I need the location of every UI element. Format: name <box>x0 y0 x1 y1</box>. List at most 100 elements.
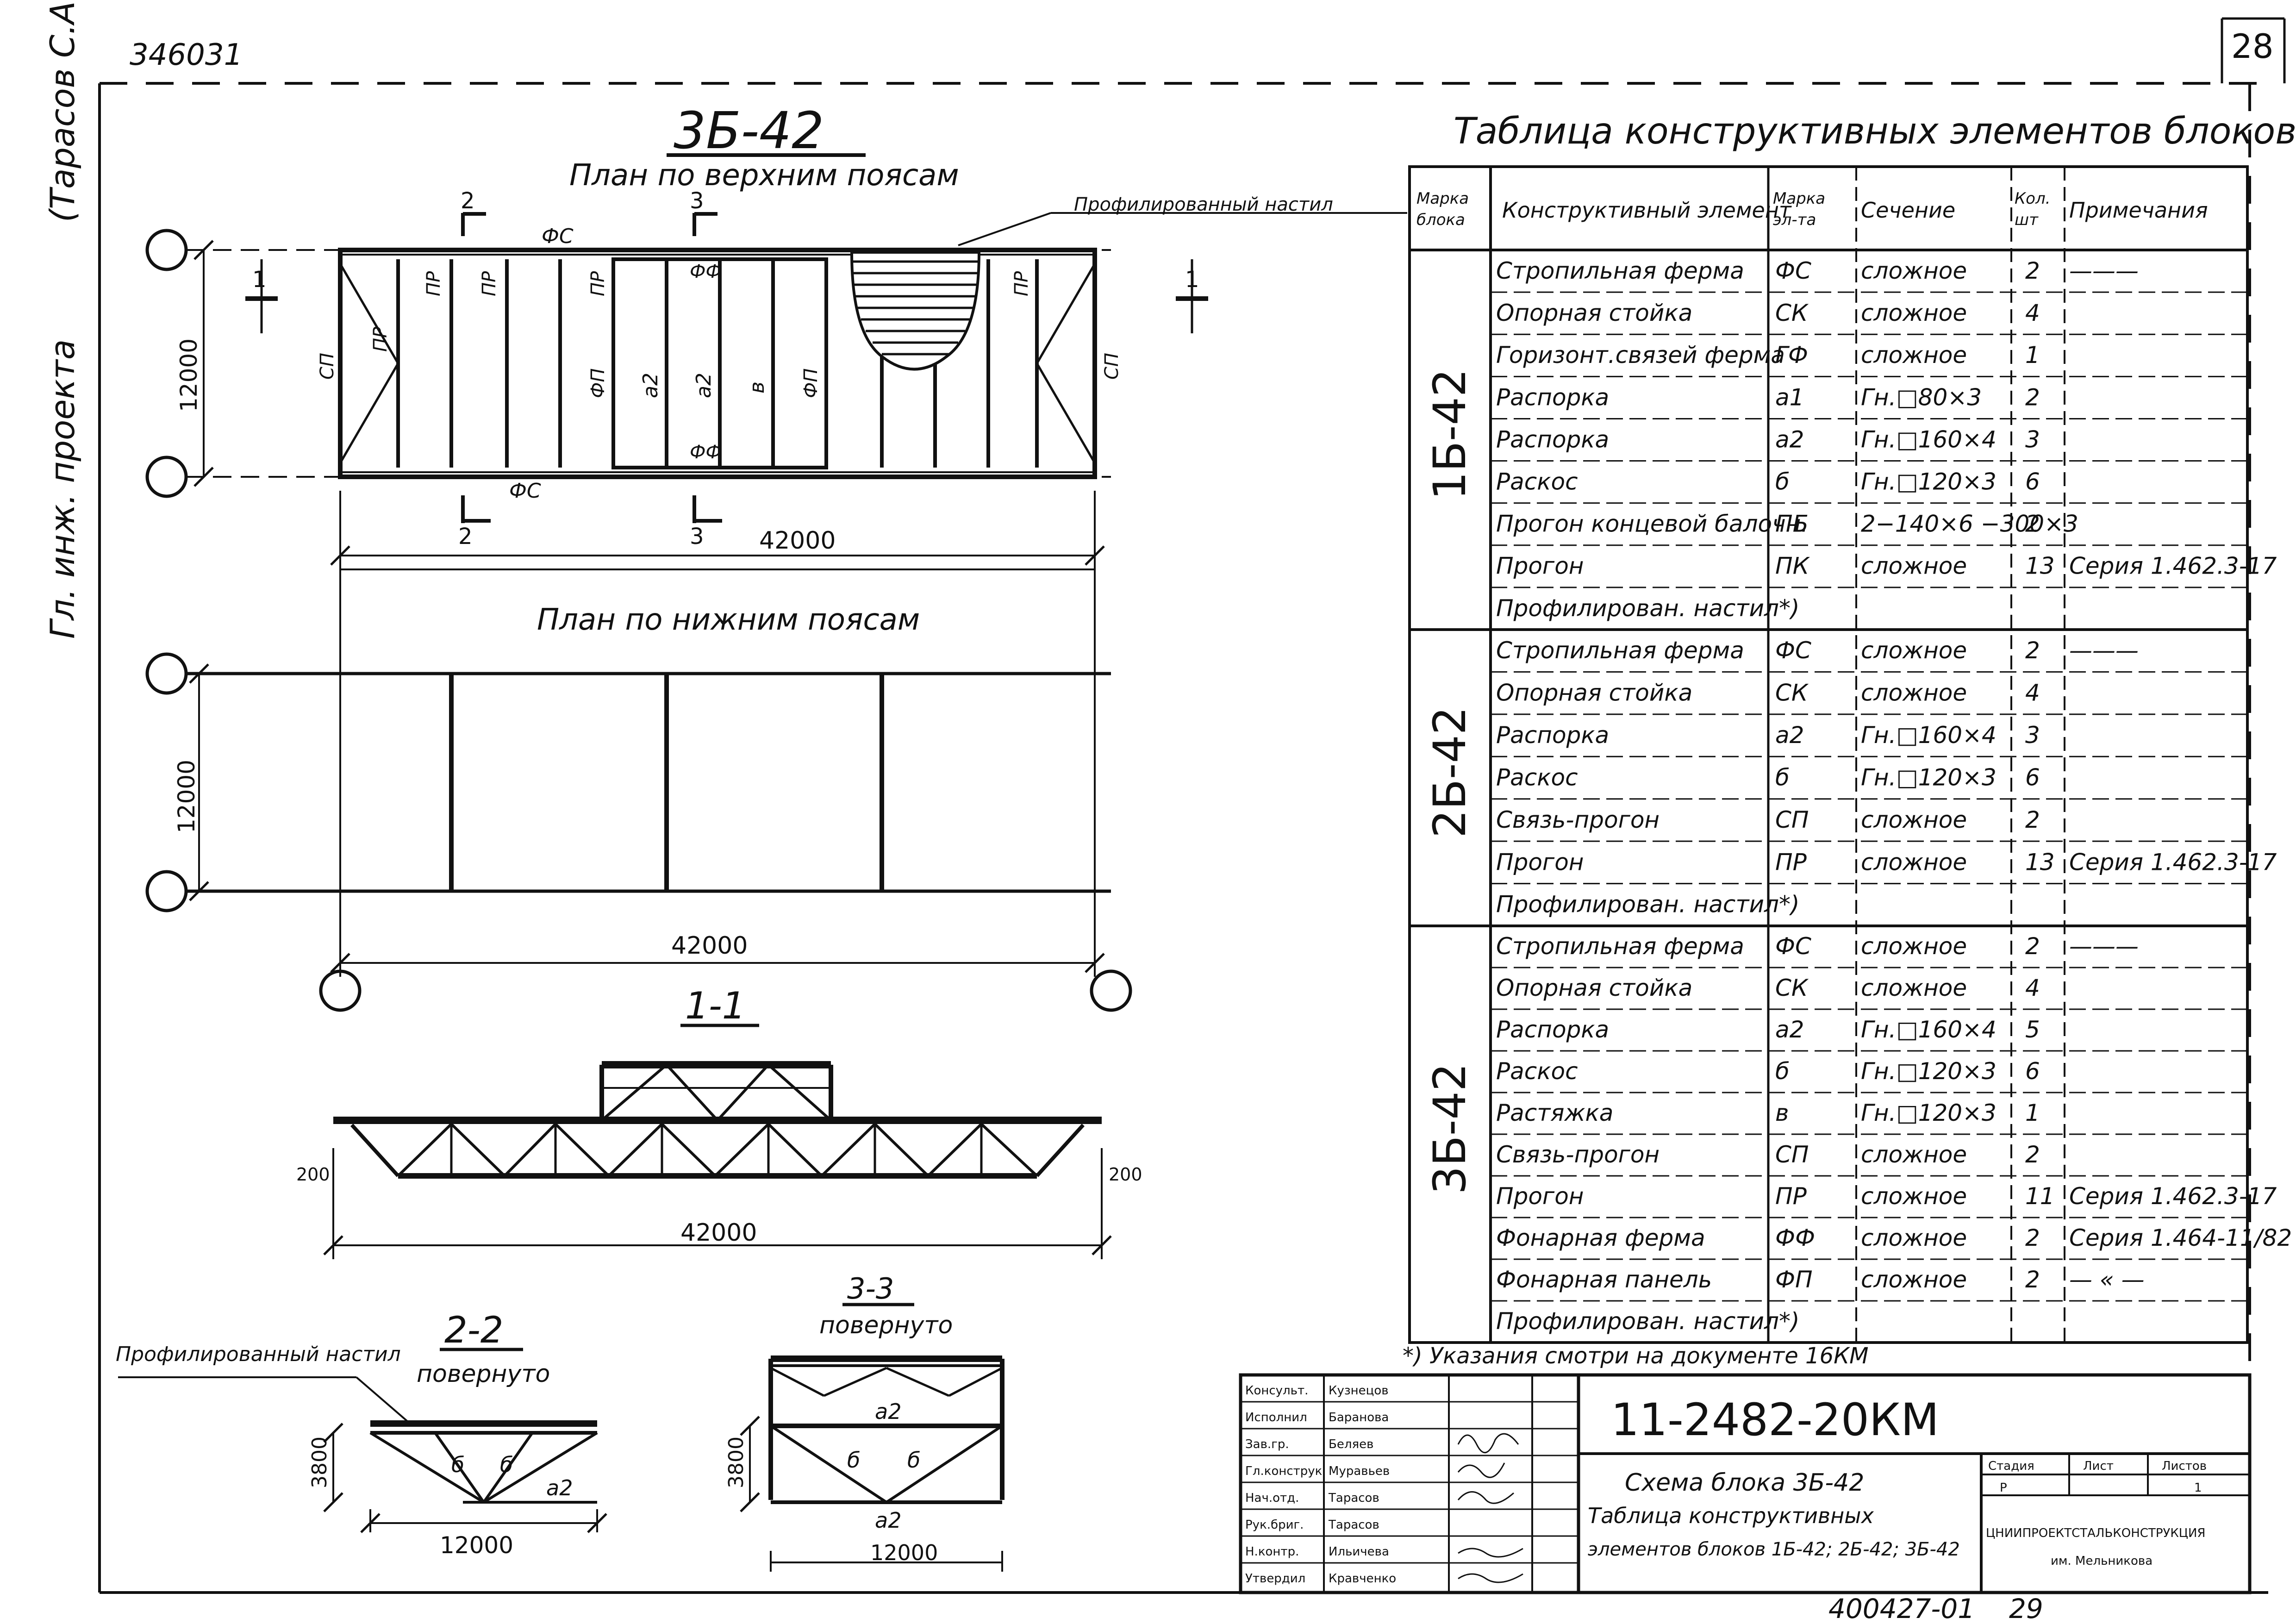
title-role: Н.контр. <box>1245 1545 1299 1559</box>
table-cell: Серия 1.462.3-17 <box>2069 553 2277 580</box>
table-cell: СК <box>1775 974 1809 1001</box>
table-cell: ——— <box>2069 637 2139 664</box>
title-role: Зав.гр. <box>1245 1437 1289 1451</box>
sheets-value: 1 <box>2194 1481 2202 1495</box>
drawing-name-1: Схема блока 3Б-42 <box>1625 1469 1864 1497</box>
table-cell: 2 <box>2025 933 2040 960</box>
lower-span-label: 42000 <box>671 932 748 960</box>
block-mark-2: 3Б-42 <box>1424 1063 1476 1194</box>
sec3-top: 3 <box>690 188 704 214</box>
table-cell: ПБ <box>1775 511 1809 537</box>
upper-plan <box>145 212 1407 569</box>
table-cell: б <box>1775 764 1790 791</box>
table-cell: 11 <box>2025 1183 2055 1210</box>
mark-pr-4: ПР <box>587 271 609 296</box>
title-role: Нач.отд. <box>1245 1491 1299 1505</box>
table-cell: Гн.□160×4 <box>1861 426 1997 453</box>
table-cell: Фонарная ферма <box>1496 1224 1705 1251</box>
table-cell: а2 <box>1775 426 1804 453</box>
table-header-1: Конструктивный элемент <box>1502 198 1792 223</box>
table-cell: Стропильная ферма <box>1496 637 1744 664</box>
upper-width-label: 12000 <box>175 338 202 412</box>
table-cell: ПР <box>1775 1183 1807 1210</box>
table-cell: сложное <box>1861 342 1967 369</box>
table-cell: Гн.□120×3 <box>1861 1099 1997 1126</box>
table-cell: Стропильная ферма <box>1496 933 1744 960</box>
lower-plan-title: План по нижним поясам <box>537 603 920 637</box>
table-cell: Распорка <box>1496 384 1609 411</box>
section22-height: 3800 <box>308 1437 331 1488</box>
table-cell: Распорка <box>1496 426 1609 453</box>
table-cell: 3 <box>2025 426 2040 453</box>
table-cell: ПК <box>1775 553 1810 580</box>
mark-pr-5: ПР <box>1011 271 1032 296</box>
sec2-top: 2 <box>461 188 475 214</box>
table-header-4: Кол.шт <box>2015 189 2050 229</box>
table-cell: Гн.□160×4 <box>1861 722 1997 749</box>
table-cell: а2 <box>1775 1016 1804 1043</box>
table-cell: Серия 1.462.3-17 <box>2069 1183 2277 1210</box>
table-cell: а2 <box>1775 722 1804 749</box>
section11-title: 1-1 <box>685 984 746 1027</box>
upper-plan-labels: ФС ФС ФФ ФФ ПР ПР ПР ПР ПР СП СП ФП ФП а… <box>175 188 1333 555</box>
table-cell: Серия 1.462.3-17 <box>2069 849 2277 875</box>
stage-value: Р <box>2000 1481 2007 1495</box>
table-cell: Опорная стойка <box>1496 300 1692 326</box>
mark-ff-top: ФФ <box>690 261 722 282</box>
table-cell: 3 <box>2025 722 2040 749</box>
table-cell: 2 <box>2025 1141 2040 1168</box>
section22-b-right: б <box>500 1452 513 1477</box>
table-cell: 2 <box>2025 637 2040 664</box>
table-cell: сложное <box>1861 300 1967 326</box>
title-person: Муравьев <box>1329 1464 1390 1478</box>
table-cell: ФФ <box>1775 1224 1815 1251</box>
table-cell: 4 <box>2025 680 2040 706</box>
table-cell: 1 <box>2025 342 2040 369</box>
table-cell: ——— <box>2069 257 2139 284</box>
sec2-bottom: 2 <box>458 524 473 550</box>
table-cell: 13 <box>2025 553 2055 580</box>
mark-sp-left: СП <box>317 353 338 380</box>
table-cell: сложное <box>1861 1266 1967 1293</box>
side-name: (Тарасов С.А.) <box>43 0 82 222</box>
title-role: Гл.конструк. <box>1245 1464 1326 1478</box>
section33-subtitle: повернуто <box>819 1312 953 1339</box>
table-cell: 2−140×6 −300×3 <box>1861 511 2078 537</box>
table-cell: ФП <box>1775 1266 1813 1293</box>
stage-label: Стадия <box>1988 1459 2034 1473</box>
table-cell: Прогон концевой балочн. <box>1496 511 1808 537</box>
table-cell: Профилирован. настил*) <box>1496 1308 1799 1335</box>
mark-fp-left: ФП <box>587 368 609 398</box>
section33-b-right: б <box>907 1448 920 1473</box>
table-cell: Гн.□160×4 <box>1861 1016 1997 1043</box>
table-cell: Раскос <box>1496 764 1578 791</box>
table-cell: Фонарная панель <box>1496 1266 1712 1293</box>
table-cell: 2 <box>2025 257 2040 284</box>
table-cell: СП <box>1775 1141 1809 1168</box>
table-footnote: *) Указания смотри на документе 16КМ <box>1403 1343 1869 1369</box>
sec1-left: 1 <box>252 267 267 293</box>
table-cell: Гн.□120×3 <box>1861 1058 1997 1085</box>
table-cell: сложное <box>1861 637 1967 664</box>
section33-height: 3800 <box>724 1437 748 1488</box>
table-cell: 2 <box>2025 1224 2040 1251</box>
title-person: Беляев <box>1329 1437 1373 1451</box>
table-cell: сложное <box>1861 974 1967 1001</box>
table-cell: Растяжка <box>1496 1099 1613 1126</box>
table-cell: Прогон <box>1496 849 1584 875</box>
mark-v: в <box>745 381 769 394</box>
side-stamp: Гл. инж. проекта (Тарасов С.А.) <box>43 0 82 639</box>
table-cell: Гн.□120×3 <box>1861 764 1997 791</box>
title-role: Исполнил <box>1245 1411 1307 1424</box>
table-cell: Прогон <box>1496 1183 1584 1210</box>
table-cell: сложное <box>1861 553 1967 580</box>
table-cell: СП <box>1775 806 1809 833</box>
table-cell: б <box>1775 468 1790 495</box>
mark-a2-left: а2 <box>639 373 662 398</box>
lower-width-label: 12000 <box>173 760 200 833</box>
section11-left-dim: 200 <box>296 1164 330 1185</box>
table-cell: — « — <box>2069 1266 2145 1293</box>
